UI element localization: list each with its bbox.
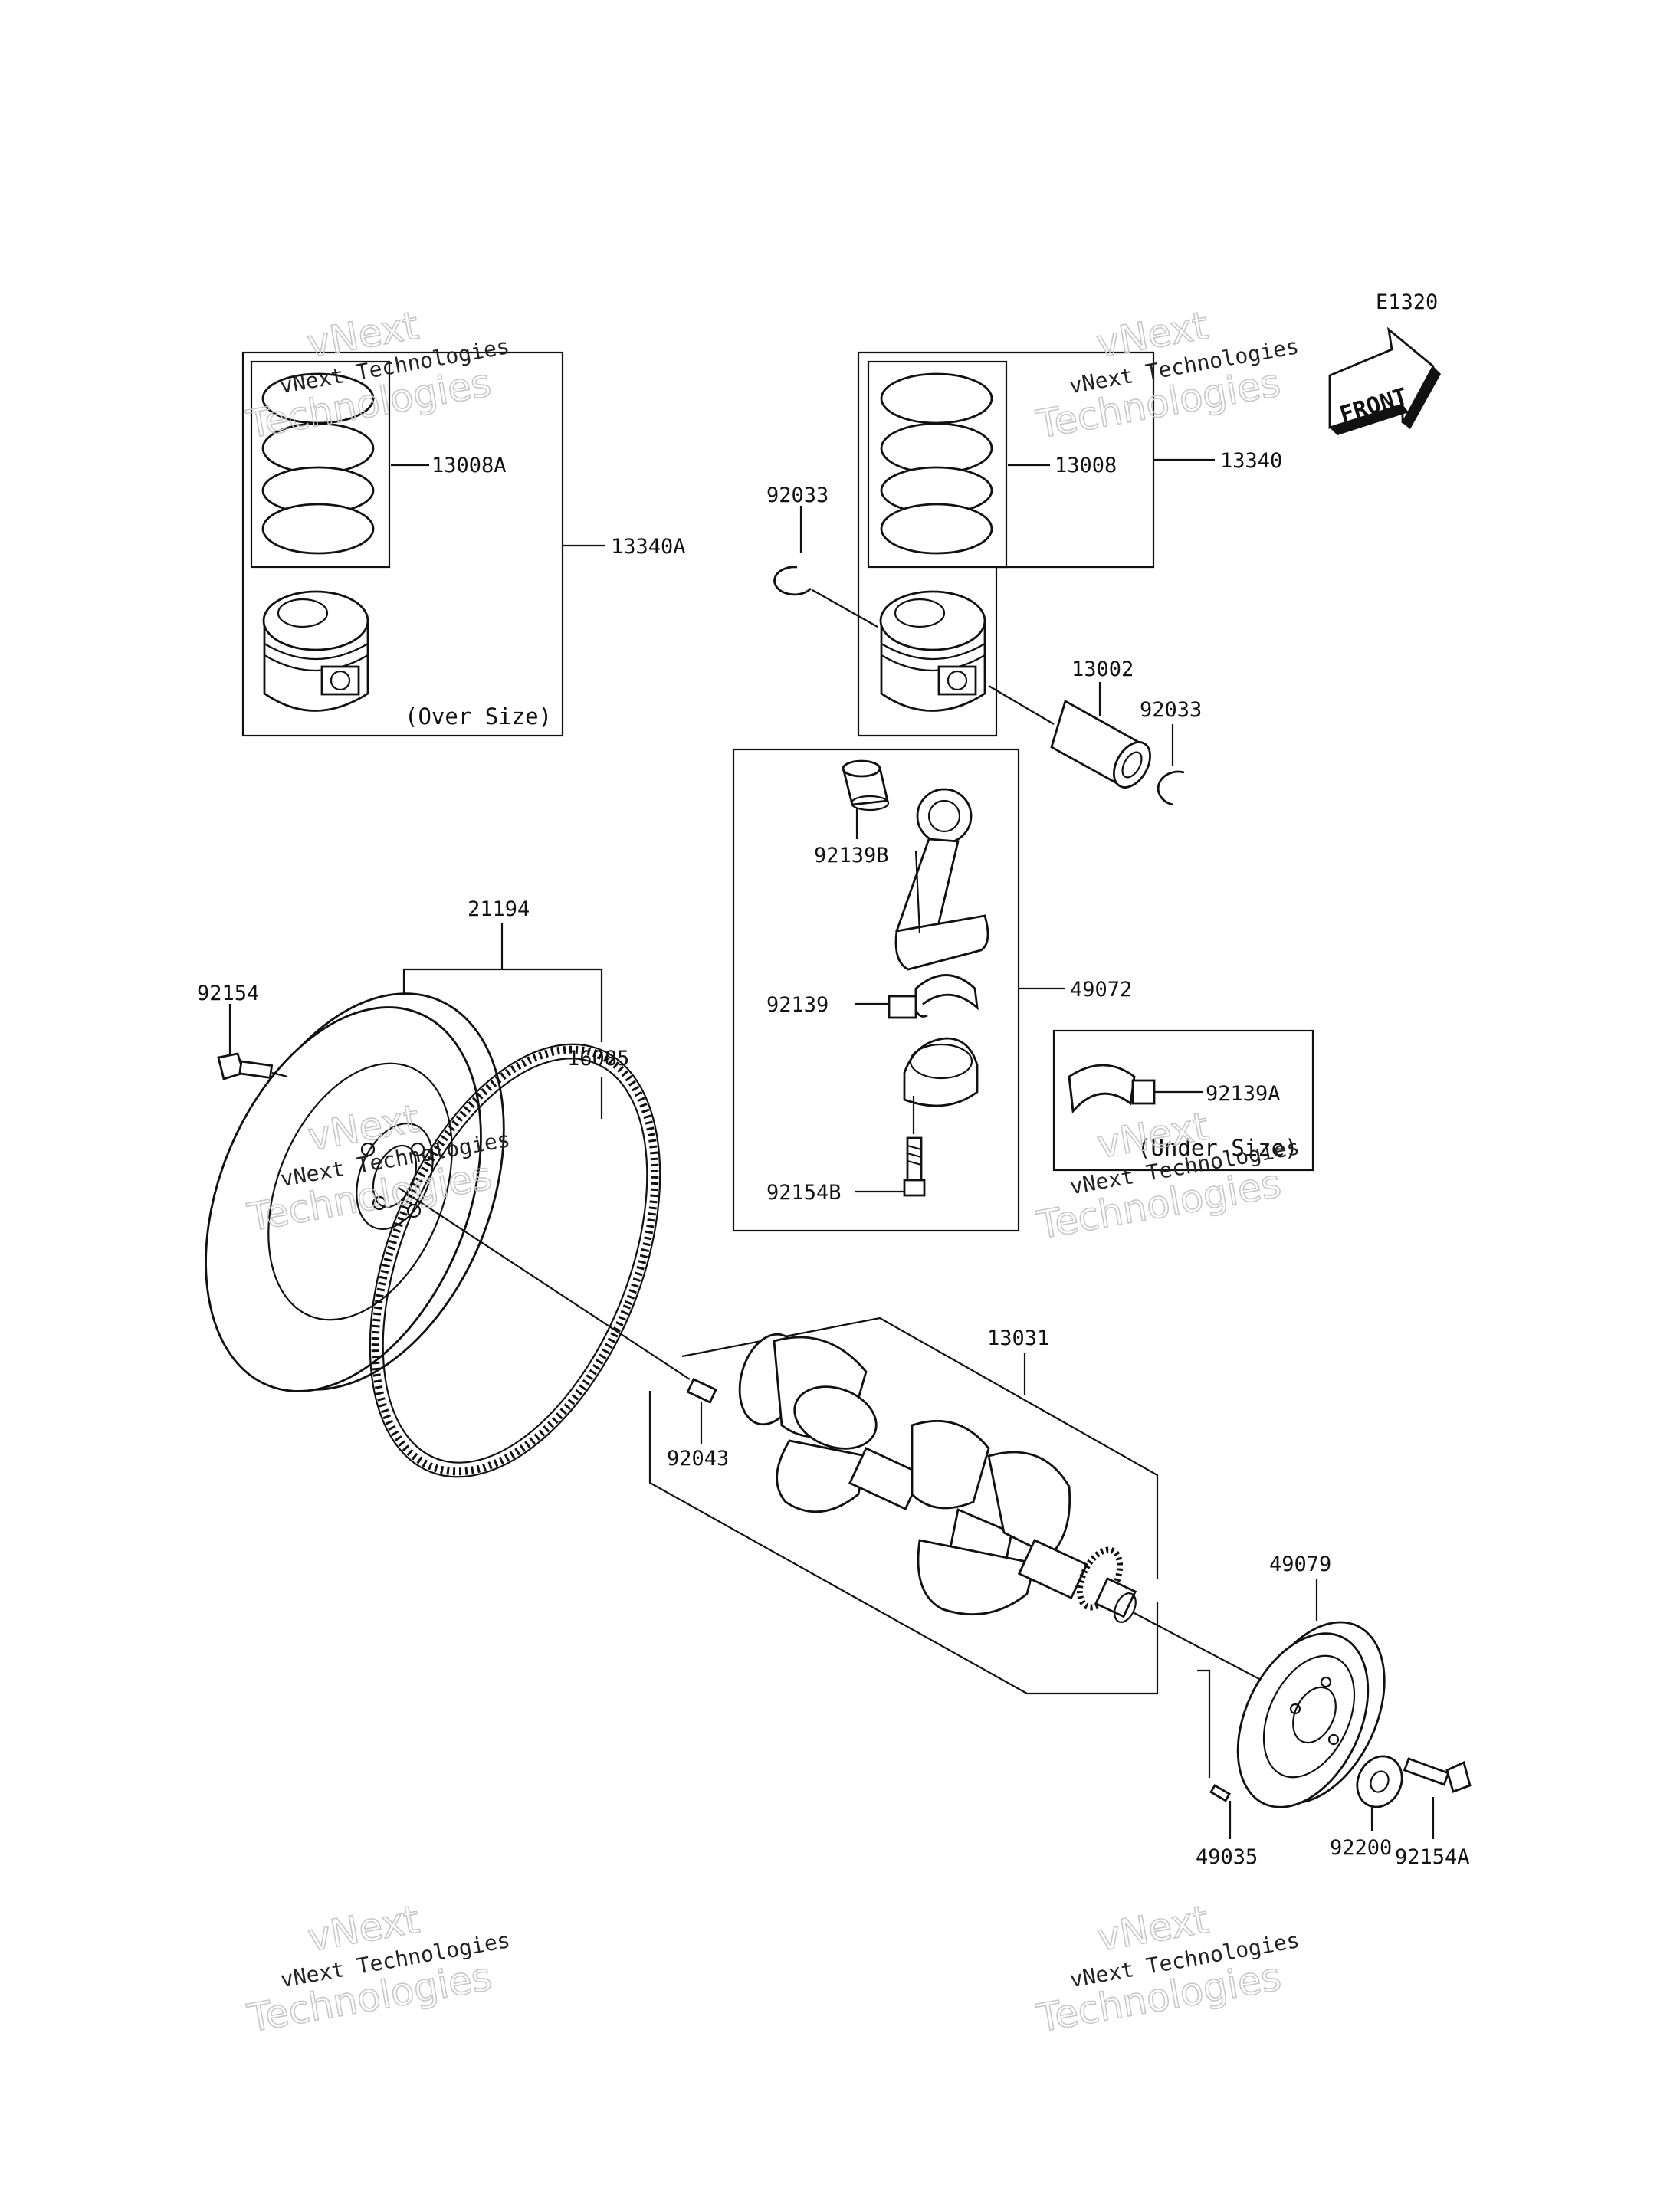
oversize-piston-kit: (Over Size) bbox=[241, 351, 605, 737]
diagram-code: E1320 bbox=[1376, 290, 1438, 314]
connecting-rod-kit bbox=[732, 748, 1065, 1232]
part-92154B: 92154B bbox=[766, 1181, 842, 1205]
part-13008: 13008 bbox=[1055, 454, 1117, 477]
watermark-top-left: vNext Technologies vNext Technologies bbox=[243, 303, 511, 448]
part-49079: 49079 bbox=[1269, 1553, 1331, 1576]
washer bbox=[1356, 1755, 1403, 1831]
piston-pin bbox=[988, 682, 1151, 790]
bearing-upper-92139 bbox=[888, 974, 979, 1019]
part-92139B: 92139B bbox=[814, 844, 889, 867]
kit-box-13340A bbox=[241, 351, 564, 737]
ring-set-box-13008A bbox=[250, 360, 391, 569]
undersize-bearing-box: (Under Size) bbox=[1052, 1029, 1314, 1172]
oversize-piston bbox=[262, 590, 369, 712]
connecting-rod bbox=[894, 788, 989, 971]
part-21194: 21194 bbox=[468, 897, 530, 921]
watermark-bottom-right: vNext Technologies vNext Technologies bbox=[1033, 1897, 1301, 2041]
pulley-axis-line bbox=[1134, 1612, 1273, 1687]
part-92139A: 92139A bbox=[1206, 1082, 1281, 1106]
crank-pulley bbox=[1236, 1579, 1386, 1808]
ring-gear bbox=[369, 1043, 661, 1478]
part-49072: 49072 bbox=[1070, 978, 1132, 1002]
front-arrow-icon: FRONT bbox=[1328, 326, 1441, 435]
part-13340: 13340 bbox=[1220, 449, 1282, 473]
flywheel-assembly bbox=[205, 923, 661, 1478]
note-under-size: (Under Size) bbox=[1137, 1135, 1298, 1161]
small-end-bushing bbox=[842, 759, 890, 812]
assembly-axis-line bbox=[398, 1187, 691, 1380]
watermark-top-right: vNext Technologies vNext Technologies bbox=[1032, 303, 1301, 448]
part-13002: 13002 bbox=[1071, 657, 1134, 681]
standard-piston-kit bbox=[857, 351, 1215, 737]
piston-ring-set-13008 bbox=[880, 372, 993, 555]
piston-ring-set-13008A bbox=[261, 372, 375, 555]
rod-cap bbox=[903, 1037, 979, 1107]
part-92033-top: 92033 bbox=[766, 484, 829, 507]
flywheel-bolt bbox=[217, 1004, 288, 1080]
part-13008A: 13008A bbox=[431, 454, 507, 477]
circlip-top bbox=[773, 506, 878, 628]
part-92043: 92043 bbox=[667, 1447, 729, 1471]
part-13340A: 13340A bbox=[611, 535, 686, 559]
circlip-right bbox=[1157, 724, 1185, 806]
part-92154: 92154 bbox=[197, 982, 259, 1005]
pulley-bolt bbox=[1403, 1757, 1472, 1839]
woodruff-key bbox=[1197, 1669, 1232, 1839]
part-49035: 49035 bbox=[1196, 1845, 1258, 1869]
note-over-size: (Over Size) bbox=[405, 703, 552, 730]
crankshaft bbox=[738, 1333, 1137, 1623]
part-92033-right: 92033 bbox=[1140, 698, 1202, 722]
kit-box-49072 bbox=[732, 748, 1020, 1232]
rod-bolt bbox=[903, 1096, 926, 1197]
watermark-mid-right: vNext Technologies vNext Technologies bbox=[1033, 1103, 1301, 1248]
dowel-pin bbox=[686, 1378, 717, 1444]
part-92154A: 92154A bbox=[1395, 1845, 1470, 1869]
standard-piston bbox=[879, 590, 986, 712]
part-92200: 92200 bbox=[1330, 1836, 1392, 1860]
ring-set-box-13008 bbox=[867, 360, 1008, 569]
watermark-bottom-left: vNext Technologies vNext Technologies bbox=[244, 1897, 512, 2041]
part-16085: 16085 bbox=[567, 1047, 629, 1071]
part-13031: 13031 bbox=[987, 1326, 1049, 1350]
flywheel bbox=[205, 992, 505, 1392]
crankshaft-assembly bbox=[648, 1317, 1159, 1695]
part-92139: 92139 bbox=[766, 993, 829, 1017]
